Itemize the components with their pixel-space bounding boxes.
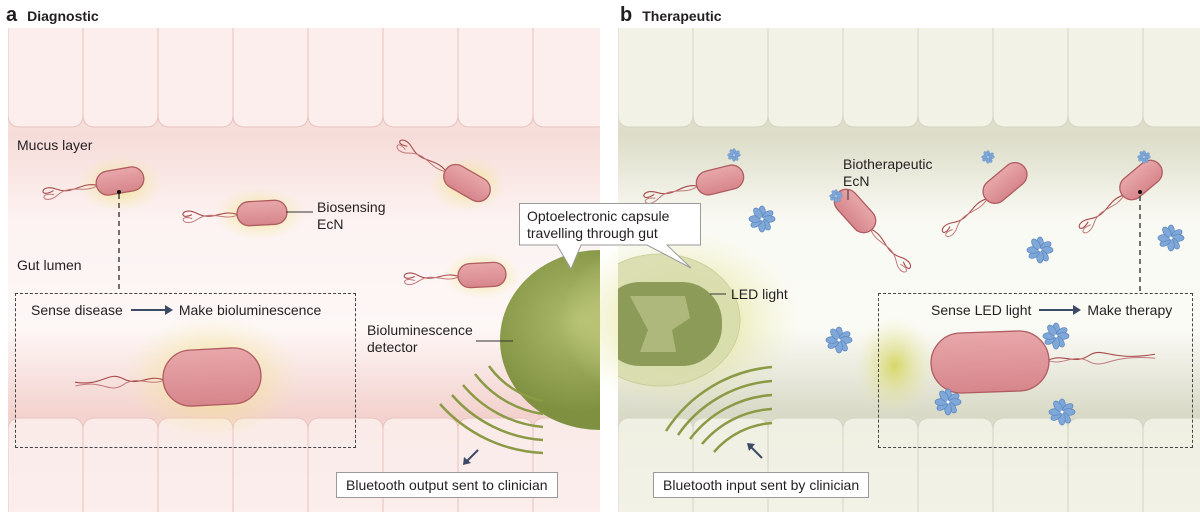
molecule-3 <box>829 189 843 203</box>
step-make-bioluminescence: Make bioluminescence <box>178 302 322 318</box>
detector-line1: Bioluminescence <box>367 322 473 338</box>
arrow-up-left-icon <box>747 443 763 459</box>
step-sense-disease: Sense disease <box>31 302 123 318</box>
panel-a-title: a Diagnostic <box>6 4 99 27</box>
step-make-therapy: Make therapy <box>1087 302 1173 318</box>
molecule-7 <box>825 326 853 354</box>
molecule-9 <box>934 388 962 416</box>
bacterium-b1 <box>643 164 745 204</box>
molecule-10 <box>1048 398 1076 426</box>
detector-label: Bioluminescence detector <box>367 322 473 356</box>
bluetooth-input-box: Bluetooth input sent by clinician <box>653 472 870 498</box>
molecule-1 <box>727 148 741 162</box>
bacterium-b3 <box>941 161 1028 237</box>
arrow-right-icon <box>130 305 173 315</box>
therapy-molecules-layer <box>727 148 1185 426</box>
biosensing-line1: Biosensing <box>317 199 386 215</box>
panel-b-heading: Therapeutic <box>642 8 722 24</box>
mucus-layer-label: Mucus layer <box>17 137 93 153</box>
diagnostic-flow: Sense disease Make bioluminescence <box>31 302 321 318</box>
biosensing-ecn-label: Biosensing EcN <box>317 199 386 233</box>
bacterium-a1 <box>42 166 145 200</box>
molecule-5 <box>1137 150 1151 164</box>
capsule-therapeutic <box>618 253 741 387</box>
therapeutic-flow: Sense LED light Make therapy <box>931 302 1172 318</box>
molecule-4 <box>1026 236 1054 264</box>
molecule-2 <box>748 205 776 233</box>
bacterium-a-inset <box>74 347 262 407</box>
bacterium-a4 <box>403 261 507 289</box>
bluetooth-signal-input-icon <box>664 365 773 453</box>
bacterium-a2 <box>182 199 288 227</box>
inset-diagnostic <box>15 293 356 448</box>
panel-a-letter: a <box>6 4 18 26</box>
arrow-right-icon <box>1039 305 1082 315</box>
detector-line2: detector <box>367 339 418 355</box>
molecule-11 <box>981 150 995 164</box>
bacterium-a3 <box>396 139 491 203</box>
arrow-down-left-icon <box>463 449 479 465</box>
biotherapeutic-line2: EcN <box>843 173 870 189</box>
molecule-8 <box>1042 322 1070 350</box>
bacteria-layer <box>42 139 1163 407</box>
molecule-6 <box>1157 224 1185 252</box>
bacterium-b-inset <box>930 330 1156 394</box>
capsule-callout: Optoelectronic capsule travelling throug… <box>519 203 701 271</box>
bluetooth-signal-output-icon <box>439 365 544 455</box>
inset-therapeutic <box>878 293 1193 448</box>
inset-connectors <box>118 194 1141 292</box>
panel-b-letter: b <box>620 4 633 26</box>
step-sense-led: Sense LED light <box>931 302 1032 318</box>
biotherapeutic-line1: Biotherapeutic <box>843 156 933 172</box>
callout-line1: Optoelectronic capsule <box>527 208 670 224</box>
bacterium-b4 <box>1078 159 1163 234</box>
callout-line2: travelling through gut <box>527 225 658 241</box>
gut-lumen-label: Gut lumen <box>17 257 82 273</box>
biosensing-line2: EcN <box>317 216 344 232</box>
panel-a-heading: Diagnostic <box>27 8 99 24</box>
biotherapeutic-ecn-label: Biotherapeutic EcN <box>843 156 933 190</box>
bluetooth-output-box: Bluetooth output sent to clinician <box>336 472 558 498</box>
led-light-label: LED light <box>731 286 788 302</box>
panel-b-title: b Therapeutic <box>620 4 722 27</box>
